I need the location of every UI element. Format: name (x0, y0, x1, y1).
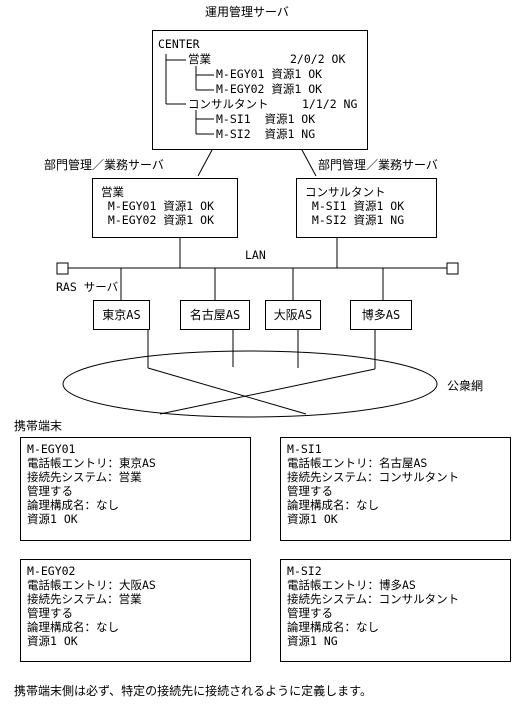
terminal-line: 接続先システム：コンサルタント (287, 592, 460, 606)
terminal-line: M-SI2 (287, 564, 322, 578)
terminal-line: 資源1 NG (287, 634, 338, 648)
terminal-line: 管理する (287, 484, 333, 498)
terminal-line: 論理構成名：なし (27, 498, 119, 512)
dept-line: 営業 (101, 185, 124, 199)
terminal-line: 資源1 OK (287, 512, 338, 526)
network-label: 公衆網 (447, 379, 484, 393)
tree-leaf: M-EGY02 資源1 OK (216, 82, 323, 96)
terminal-line: 論理構成名：なし (287, 498, 379, 512)
terminal-line: 接続先システム：コンサルタント (287, 470, 460, 484)
mgmt-server-title: 運用管理サーバ (205, 5, 289, 19)
tree-root: CENTER (158, 37, 200, 51)
dept-server-sales: 営業 M-EGY01 資源1 OK M-EGY02 資源1 OK (92, 178, 238, 238)
terminal-line: 管理する (27, 606, 73, 620)
terminal-line: 電話帳エントリ：大阪AS (27, 578, 156, 592)
dept-line: コンサルタント (305, 185, 386, 199)
terminal-m-si1: M-SI1 電話帳エントリ：名古屋AS 接続先システム：コンサルタント 管理する… (280, 437, 511, 541)
terminal-line: 資源1 OK (27, 634, 78, 648)
terminal-line: M-EGY02 (27, 564, 76, 578)
dept-server-consultant: コンサルタント M-SI1 資源1 OK M-SI2 資源1 NG (296, 178, 437, 238)
as-node-osaka: 大阪AS (265, 300, 321, 330)
terminal-line: 管理する (287, 606, 333, 620)
footer-note: 携帯端末側は必ず、特定の接続先に接続されるように定義します。 (14, 684, 372, 698)
mgmt-server-box (152, 30, 368, 150)
lan-label: LAN (245, 248, 266, 262)
as-node-tokyo: 東京AS (93, 300, 150, 330)
as-node-hakata: 博多AS (350, 300, 412, 330)
tree-leaf: M-SI2 資源1 NG (216, 127, 316, 141)
dept-server-title: 部門管理／業務サーバ (318, 158, 438, 172)
ras-label: RAS サーバ (56, 280, 119, 294)
terminal-line: 論理構成名：なし (287, 620, 379, 634)
terminals-title: 携帯端末 (14, 419, 63, 433)
tree-group-consultant-status: 1/1/2 NG (302, 97, 358, 111)
tree-leaf: M-EGY01 資源1 OK (216, 67, 323, 81)
terminal-line: 資源1 OK (27, 512, 78, 526)
tree-group-consultant: コンサルタント (188, 97, 269, 111)
tree-group-sales: 営業 (188, 52, 211, 66)
terminal-m-egy02: M-EGY02 電話帳エントリ：大阪AS 接続先システム：営業 管理する 論理構… (20, 559, 251, 662)
terminal-line: 電話帳エントリ：名古屋AS (287, 456, 428, 470)
terminal-line: M-EGY01 (27, 442, 76, 456)
dept-server-title: 部門管理／業務サーバ (44, 158, 164, 172)
tree-group-sales-status: 2/0/2 OK (290, 52, 346, 66)
dept-line: M-SI1 資源1 OK (305, 199, 405, 213)
terminal-line: 管理する (27, 484, 73, 498)
terminal-line: 接続先システム：営業 (27, 470, 142, 484)
terminal-m-si2: M-SI2 電話帳エントリ：博多AS 接続先システム：コンサルタント 管理する … (280, 559, 511, 662)
dept-line: M-EGY01 資源1 OK (101, 199, 215, 213)
terminal-line: 論理構成名：なし (27, 620, 119, 634)
as-node-nagoya: 名古屋AS (180, 300, 250, 330)
terminal-m-egy01: M-EGY01 電話帳エントリ：東京AS 接続先システム：営業 管理する 論理構… (20, 437, 251, 541)
terminal-line: 電話帳エントリ：東京AS (27, 456, 156, 470)
tree-leaf: M-SI1 資源1 OK (216, 112, 316, 126)
terminal-line: 接続先システム：営業 (27, 592, 142, 606)
dept-line: M-SI2 資源1 NG (305, 213, 405, 227)
terminal-line: 電話帳エントリ：博多AS (287, 578, 416, 592)
terminal-line: M-SI1 (287, 442, 322, 456)
dept-line: M-EGY02 資源1 OK (101, 213, 215, 227)
